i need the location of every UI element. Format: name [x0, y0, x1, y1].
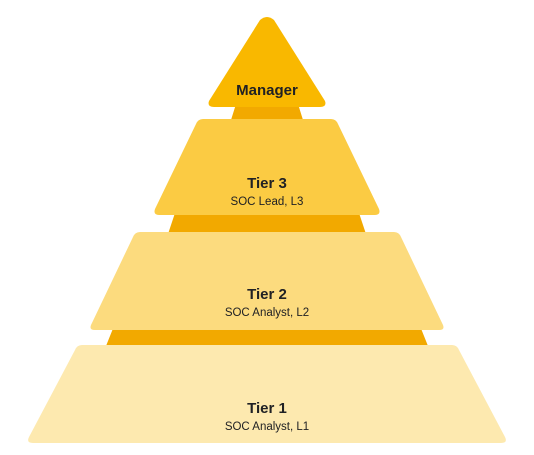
- level-tier-3: [154, 119, 380, 215]
- level-tier-2-subtitle: SOC Analyst, L2: [225, 307, 309, 319]
- level-tier-1: [28, 345, 506, 443]
- level-tier-3-title: Tier 3: [247, 175, 287, 192]
- level-tier-2-title: Tier 2: [247, 286, 287, 303]
- connector-manager-tier3: [231, 104, 303, 120]
- connector-tier3-tier2: [168, 210, 366, 234]
- level-tier-1-title: Tier 1: [247, 400, 287, 417]
- level-tier-3-subtitle: SOC Lead, L3: [231, 196, 304, 208]
- level-tier-1-subtitle: SOC Analyst, L1: [225, 421, 309, 433]
- level-manager: [208, 17, 326, 107]
- level-manager-title: Manager: [236, 82, 298, 99]
- level-tier-2: [90, 232, 444, 330]
- connector-tier2-tier1: [106, 326, 428, 346]
